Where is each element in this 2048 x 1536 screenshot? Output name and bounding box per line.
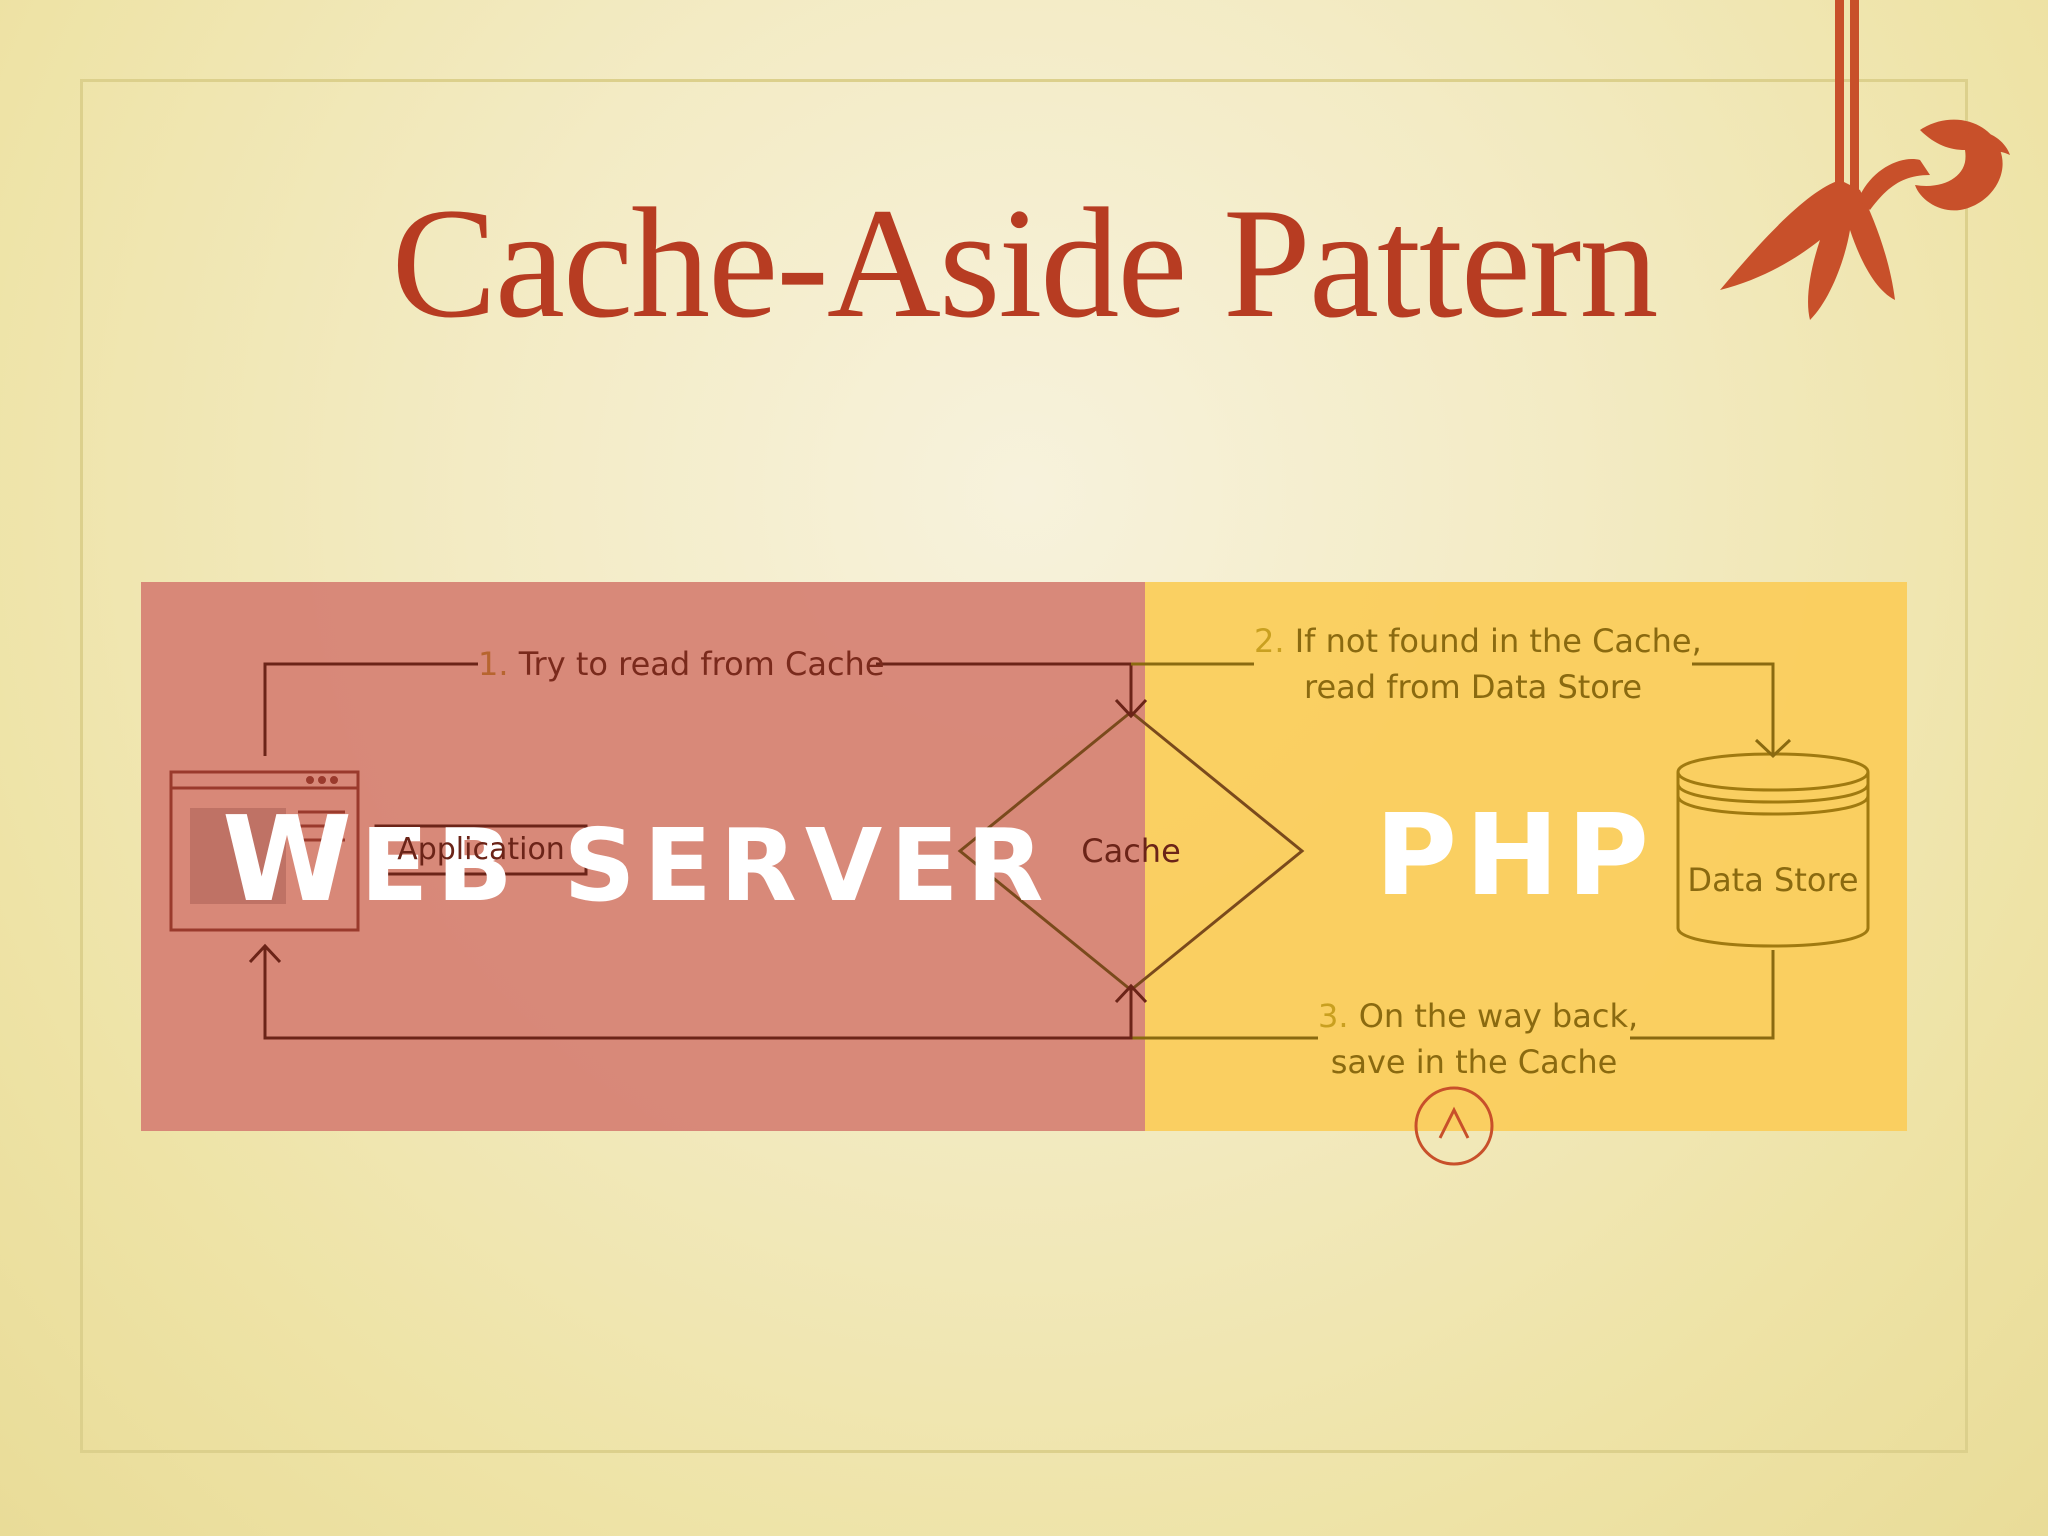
step3-number: 3. (1318, 997, 1349, 1035)
step2-number: 2. (1254, 622, 1285, 660)
step3-return-arrow (248, 943, 1148, 1040)
web-server-label-rest: EB SERVER (360, 807, 1052, 924)
scroll-up-icon[interactable] (1414, 1086, 1494, 1166)
slide-frame (80, 79, 1968, 1453)
php-label: PHP (1375, 791, 1657, 921)
application-box (374, 824, 588, 876)
step2-label: 2. If not found in the Cache, read from … (1254, 618, 1702, 710)
application-window-icon (169, 770, 360, 932)
step1-number: 1. (478, 645, 509, 683)
step3-label: 3. On the way back, save in the Cache (1318, 993, 1638, 1085)
step2-line1: If not found in the Cache, (1294, 622, 1702, 660)
step2-line2: read from Data Store (1303, 668, 1643, 706)
data-store-label: Data Store (1687, 861, 1859, 899)
slide-title: Cache-Aside Pattern (391, 176, 1658, 351)
step2-arrow (1131, 662, 1792, 759)
floral-ornament-icon (1720, 0, 2010, 320)
data-store-cylinder-icon (1676, 752, 1870, 948)
step3-line2: save in the Cache (1330, 1043, 1618, 1081)
step1-text: Try to read from Cache (518, 645, 885, 683)
application-label: Application (397, 832, 565, 867)
web-server-label-first: W (222, 790, 361, 928)
step3-line1: On the way back, (1358, 997, 1639, 1035)
step3-arrow (1131, 950, 1775, 1040)
web-server-label: WEB SERVER (222, 800, 1052, 918)
cache-label: Cache (1081, 832, 1181, 870)
step1-label: 1. Try to read from Cache (478, 641, 885, 687)
